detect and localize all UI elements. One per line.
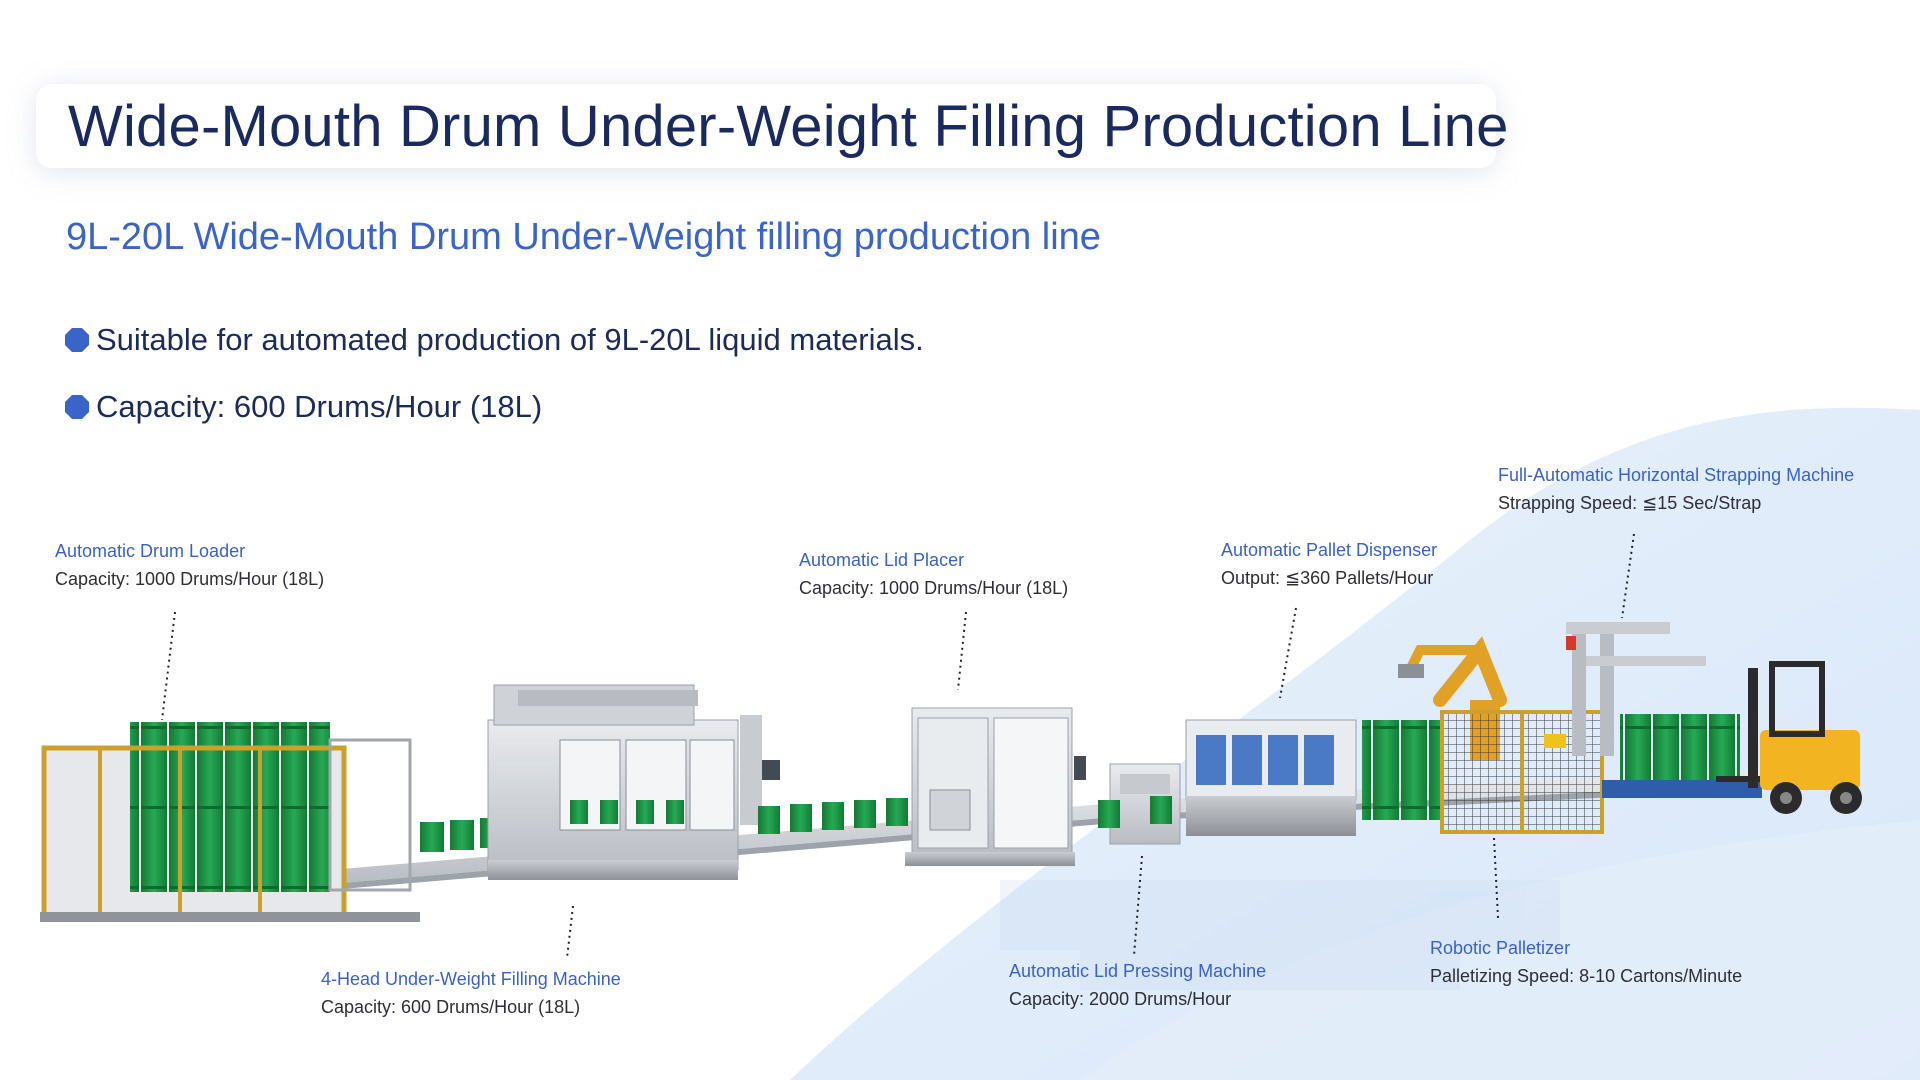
machine-name: Automatic Drum Loader [55, 541, 246, 561]
machine-name: Automatic Lid Placer [799, 550, 965, 570]
label-lid-placer: Automatic Lid Placer Capacity: 1000 Drum… [799, 546, 1068, 602]
octagon-bullet-icon [65, 328, 89, 352]
drums-on-conveyor-2 [758, 798, 908, 834]
machine-spec: Output: ≦360 Pallets/Hour [1221, 568, 1434, 588]
page-title: Wide-Mouth Drum Under-Weight Filling Pro… [68, 94, 1509, 159]
label-drum-loader: Automatic Drum Loader Capacity: 1000 Dru… [55, 537, 324, 593]
strapping-machine [1566, 622, 1762, 798]
machine-name: Full-Automatic Horizontal Strapping Mach… [1498, 465, 1855, 485]
octagon-bullet-icon [65, 395, 89, 419]
label-pallet-dispenser: Automatic Pallet Dispenser Output: ≦360 … [1221, 536, 1437, 592]
machine-spec: Capacity: 600 Drums/Hour (18L) [321, 997, 581, 1017]
drum-loader-machine [40, 722, 420, 922]
forklift-icon [1716, 661, 1862, 814]
bullet-text: Capacity: 600 Drums/Hour (18L) [96, 389, 543, 424]
machine-name: Robotic Palletizer [1430, 938, 1571, 958]
label-strapping-machine: Full-Automatic Horizontal Strapping Mach… [1498, 461, 1854, 517]
bullet-item-capacity: Capacity: 600 Drums/Hour (18L) [64, 387, 542, 427]
bullet-text: Suitable for automated production of 9L-… [96, 322, 924, 357]
label-palletizer: Robotic Palletizer Palletizing Speed: 8-… [1430, 934, 1742, 990]
machine-spec: Capacity: 2000 Drums/Hour [1009, 989, 1232, 1009]
machine-spec: Capacity: 1000 Drums/Hour (18L) [55, 569, 325, 589]
machine-name: Automatic Lid Pressing Machine [1009, 961, 1267, 981]
label-filling-machine: 4-Head Under-Weight Filling Machine Capa… [321, 965, 621, 1021]
machine-name: 4-Head Under-Weight Filling Machine [321, 969, 621, 989]
lid-placer-machine [905, 707, 1086, 866]
machine-spec: Capacity: 1000 Drums/Hour (18L) [799, 578, 1069, 598]
title-banner [36, 84, 1496, 168]
lid-pressing-machine [1098, 763, 1181, 845]
page-subtitle: 9L-20L Wide-Mouth Drum Under-Weight fill… [66, 216, 1101, 258]
machine-name: Automatic Pallet Dispenser [1221, 540, 1438, 560]
machine-spec: Palletizing Speed: 8-10 Cartons/Minute [1430, 966, 1743, 986]
bullet-item-suitability: Suitable for automated production of 9L-… [64, 320, 924, 360]
filling-machine [487, 684, 780, 880]
pallet-dispenser-machine [1185, 719, 1357, 836]
machine-spec: Strapping Speed: ≦15 Sec/Strap [1498, 493, 1762, 513]
label-lid-pressing: Automatic Lid Pressing Machine Capacity:… [1009, 957, 1266, 1013]
